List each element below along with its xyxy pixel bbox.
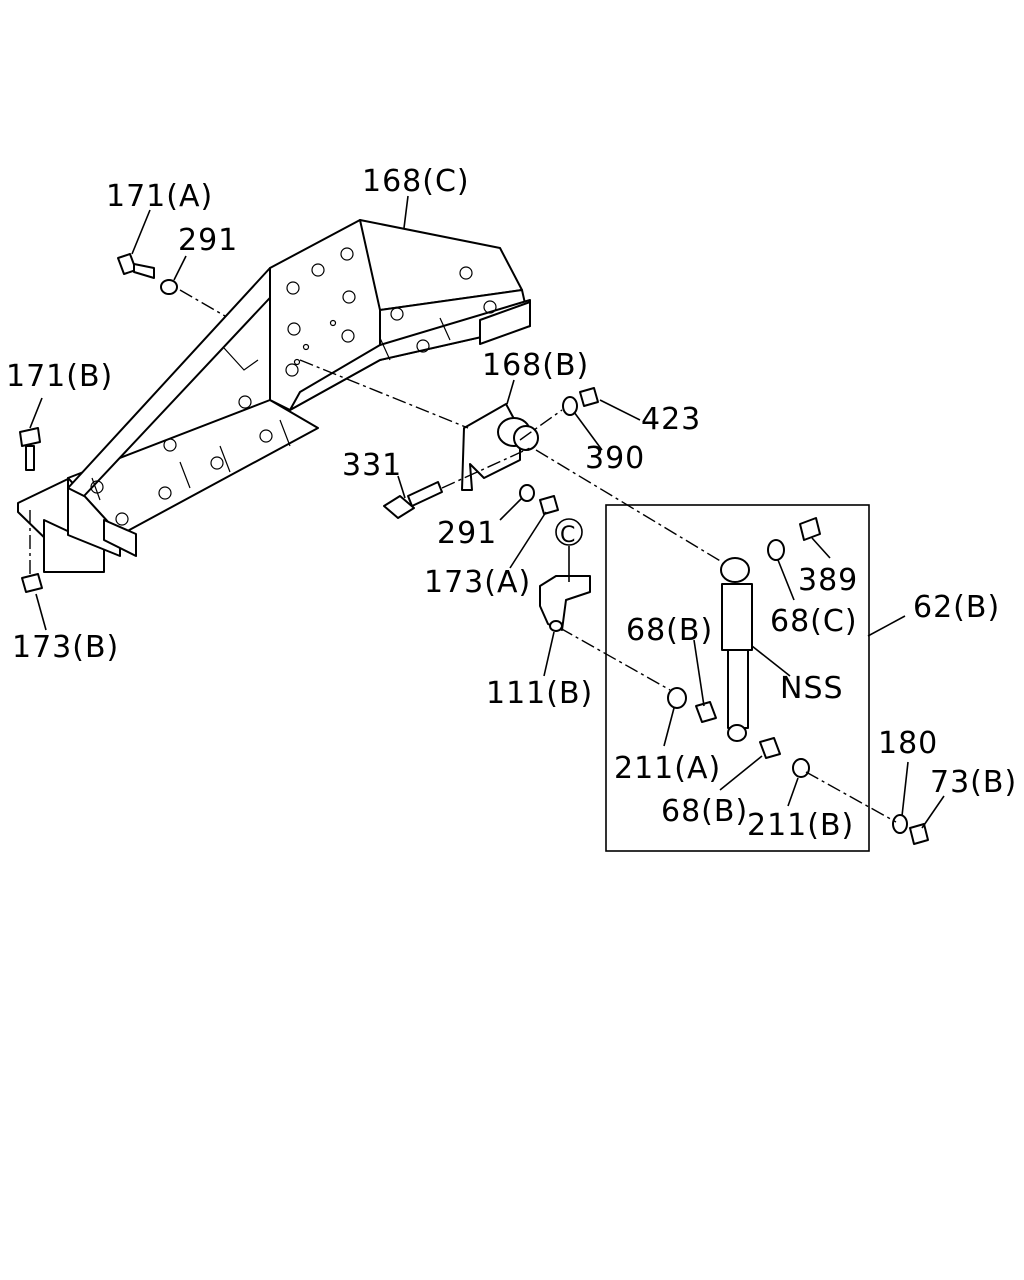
- washer-390: [562, 396, 578, 416]
- label-331: 331: [342, 448, 402, 483]
- shock-absorber: [720, 557, 753, 742]
- pin-331: [383, 481, 443, 519]
- label-62b: 62(B): [913, 590, 1000, 625]
- frame-bracket: [17, 219, 531, 573]
- bush-68b-upper: [695, 701, 717, 723]
- washer-180: [892, 814, 908, 834]
- label-390: 390: [585, 441, 645, 476]
- label-423: 423: [641, 402, 701, 437]
- label-68b-upper: 68(B): [626, 613, 713, 648]
- center-lines: [29, 289, 897, 823]
- label-68b-lower: 68(B): [661, 794, 748, 829]
- bracket-111b: [539, 575, 591, 632]
- bolt-171b: [19, 427, 41, 471]
- label-291-upper: 291: [178, 223, 238, 258]
- label-68c: 68(C): [770, 604, 858, 639]
- label-211a: 211(A): [614, 751, 721, 786]
- washer-291-upper: [160, 279, 178, 295]
- washer-291-lower: [519, 484, 535, 502]
- nut-173a: [539, 495, 559, 515]
- shackle-bracket-168b: [461, 403, 539, 491]
- bolt-171a: [117, 253, 155, 279]
- nut-423: [579, 387, 599, 407]
- nut-73b: [909, 823, 929, 845]
- label-173a: 173(A): [424, 565, 531, 600]
- reference-c-circle: [555, 518, 583, 546]
- label-168b: 168(B): [482, 348, 589, 383]
- label-291-lower: 291: [437, 516, 497, 551]
- label-173b: 173(B): [12, 630, 119, 665]
- collar-389: [799, 517, 821, 541]
- label-ref-c: C: [560, 523, 576, 548]
- label-211b: 211(B): [747, 808, 854, 843]
- label-171a: 171(A): [106, 179, 213, 214]
- label-73b: 73(B): [930, 765, 1017, 800]
- washer-211a: [667, 687, 687, 709]
- bush-68c: [767, 539, 785, 561]
- label-111b: 111(B): [486, 676, 593, 711]
- label-389: 389: [798, 563, 858, 598]
- label-180: 180: [878, 726, 938, 761]
- nut-173b: [21, 573, 43, 593]
- part-labels: 168(C) 171(A) 291 171(B) 168(B) 423 390 …: [6, 164, 1017, 843]
- label-168c: 168(C): [362, 164, 470, 199]
- bush-68b-lower: [759, 737, 781, 759]
- assembly-box-62b: [605, 504, 870, 852]
- leader-lines: [29, 195, 945, 829]
- label-171b: 171(B): [6, 359, 113, 394]
- label-nss: NSS: [780, 671, 844, 706]
- washer-211b: [792, 758, 810, 778]
